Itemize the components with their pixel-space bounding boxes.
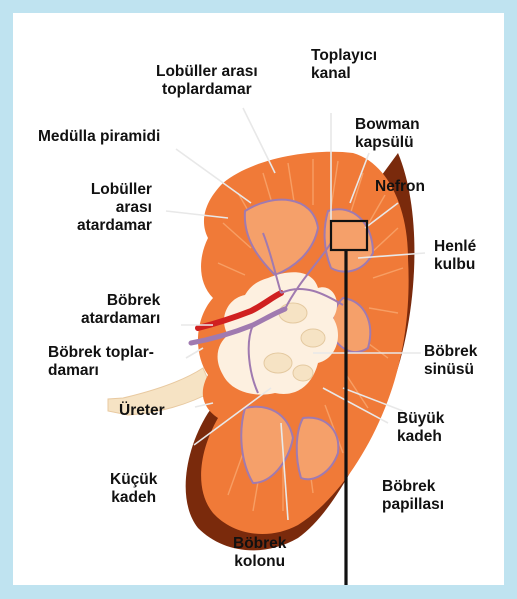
label-henle-kulbu: Henlé kulbu [434,238,476,274]
label-toplayici-kanal: Toplayıcı kanal [311,47,377,83]
label-medulla-piramidi: Medülla piramidi [38,128,160,146]
label-kucuk-kadeh: Küçük kadeh [110,471,157,507]
label-bobrek-papillasi: Böbrek papillası [382,478,444,514]
label-bobrek-sinusu: Böbrek sinüsü [424,343,477,379]
label-bobrek-kolonu: Böbrek kolonu [233,535,286,571]
label-buyuk-kadeh: Büyük kadeh [397,410,444,446]
label-bowman-kapsulu: Bowman kapsülü [355,116,420,152]
label-nefron: Nefron [375,178,425,196]
label-lobuller-arasi-atardamar: Lobüller arası atardamar [77,181,152,235]
label-lobuller-arasi-toplardamar: Lobüller arası toplardamar [156,63,258,99]
diagram-frame: Toplayıcı kanal Lobüller arası toplardam… [13,13,504,585]
label-bobrek-atardamari: Böbrek atardamarı [81,292,160,328]
label-bobrek-toplardamari: Böbrek toplar- damarı [48,344,154,380]
label-ureter: Üreter [119,402,165,420]
